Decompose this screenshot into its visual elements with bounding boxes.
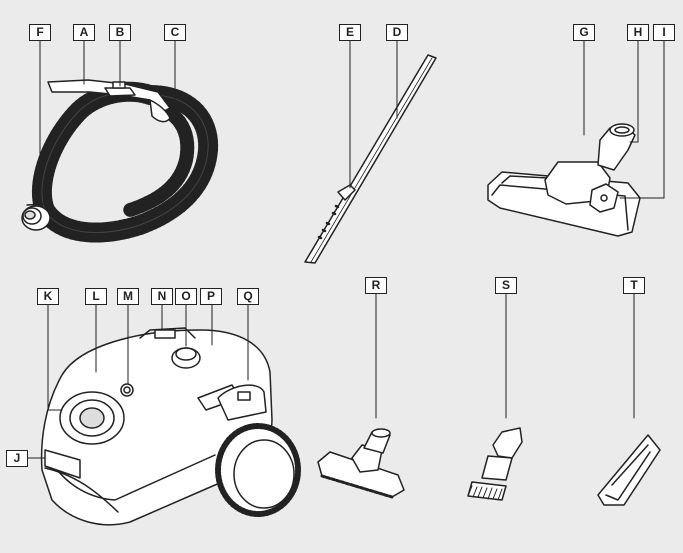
label-O: O <box>175 288 197 305</box>
floor-nozzle <box>487 123 641 237</box>
hose-handle <box>47 79 171 123</box>
label-M: M <box>117 288 139 305</box>
label-E: E <box>339 24 361 41</box>
label-H: H <box>627 24 649 41</box>
label-F: F <box>29 24 51 41</box>
label-P: P <box>200 288 222 305</box>
vacuum-wheel <box>215 423 301 517</box>
label-A: A <box>73 24 95 41</box>
hose-connector <box>21 203 51 231</box>
label-G: G <box>573 24 595 41</box>
label-K: K <box>37 288 59 305</box>
label-T: T <box>623 277 645 294</box>
label-I: I <box>653 24 675 41</box>
label-C: C <box>164 24 186 41</box>
upholstery-brush <box>467 427 523 501</box>
label-L: L <box>85 288 107 305</box>
small-brush-nozzle <box>317 428 405 499</box>
telescopic-tube <box>304 54 437 264</box>
vacuum-body <box>40 327 273 526</box>
label-R: R <box>365 277 387 294</box>
leader-lines <box>27 40 665 459</box>
label-J: J <box>6 450 28 467</box>
label-Q: Q <box>237 288 259 305</box>
label-S: S <box>495 277 517 294</box>
flexible-hose <box>31 81 219 243</box>
label-B: B <box>109 24 131 41</box>
label-N: N <box>151 288 173 305</box>
crevice-tool <box>597 434 661 506</box>
label-D: D <box>386 24 408 41</box>
